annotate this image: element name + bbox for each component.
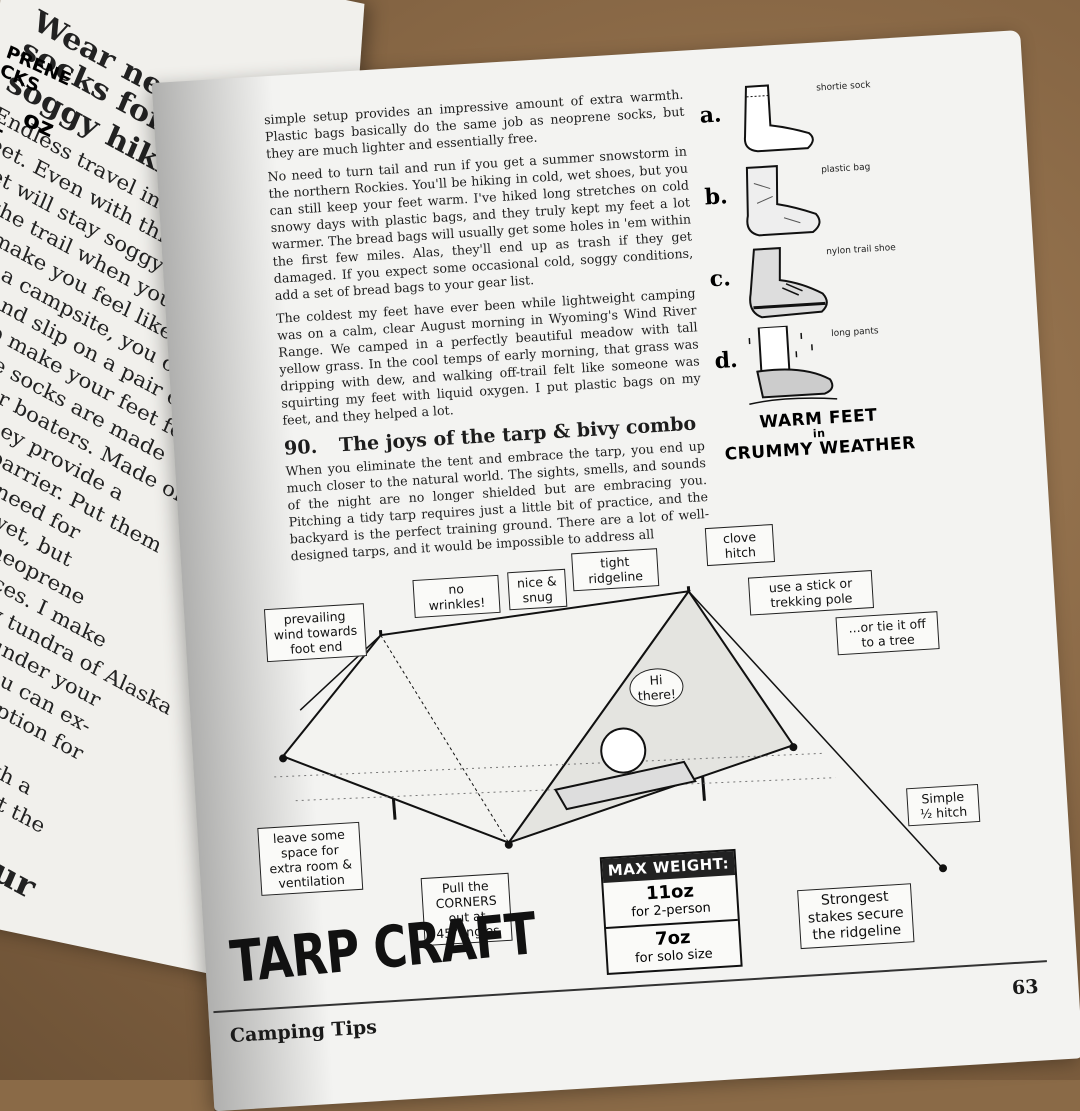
foot-b-letter: b. xyxy=(703,183,729,211)
note-strongest-stakes: Strongest stakes secure the ridgeline xyxy=(797,883,915,950)
foot-a: a. shortie sock xyxy=(698,73,903,167)
note-leave-space: leave some space for extra room & ventil… xyxy=(257,821,364,896)
note-clove-hitch: clove hitch xyxy=(704,524,776,567)
note-use-stick: use a stick or trekking pole xyxy=(747,570,875,616)
foot-b: b. plastic bag xyxy=(703,154,908,248)
tarp-craft-diagram: prevailing wind towards foot end no wrin… xyxy=(199,481,1046,996)
tarp-drawing xyxy=(274,586,948,873)
plastic-bag-icon xyxy=(745,165,821,237)
note-prevailing-wind: prevailing wind towards foot end xyxy=(263,603,368,663)
foot-c-letter: c. xyxy=(708,265,732,293)
warm-feet-caption: WARM FEET in CRUMMY WEATHER xyxy=(718,404,921,464)
foot-c: c. nylon trail shoe xyxy=(708,236,913,330)
note-tight-ridgeline: tight ridgeline xyxy=(571,548,660,592)
section-number: 90. xyxy=(283,435,318,460)
foot-b-label: plastic bag xyxy=(820,162,871,176)
warm-feet-illustration: a. shortie sock b. plastic bag c. nylon … xyxy=(698,73,921,465)
foot-d: d. long pants xyxy=(713,318,918,412)
foot-d-label: long pants xyxy=(830,326,879,340)
note-tie-to-tree: ...or tie it off to a tree xyxy=(835,611,940,656)
text-column: simple setup provides an impressive amou… xyxy=(264,86,711,571)
max-weight-box: MAX WEIGHT: 11oz for 2-person 7oz for so… xyxy=(599,848,743,975)
note-no-wrinkles: no wrinkles! xyxy=(412,574,501,619)
page-number: 63 xyxy=(1011,975,1040,1000)
max-weight-heading: MAX WEIGHT: xyxy=(601,851,736,884)
trail-shoe-icon xyxy=(749,247,828,319)
foot-d-letter: d. xyxy=(713,346,739,375)
foot-a-label: shortie sock xyxy=(815,80,871,94)
paragraph-2: No need to turn tail and run if you get … xyxy=(267,143,694,303)
note-half-hitch: Simple ½ hitch xyxy=(906,783,981,827)
sock-icon xyxy=(743,84,814,153)
paragraph-3: The coldest my feet have ever been while… xyxy=(275,285,702,428)
right-page: simple setup provides an impressive amou… xyxy=(151,30,1080,1111)
long-pants-icon xyxy=(748,324,838,405)
foot-a-letter: a. xyxy=(698,101,723,129)
note-nice-snug: nice & snug xyxy=(507,568,568,611)
foot-c-label: nylon trail shoe xyxy=(825,243,897,258)
